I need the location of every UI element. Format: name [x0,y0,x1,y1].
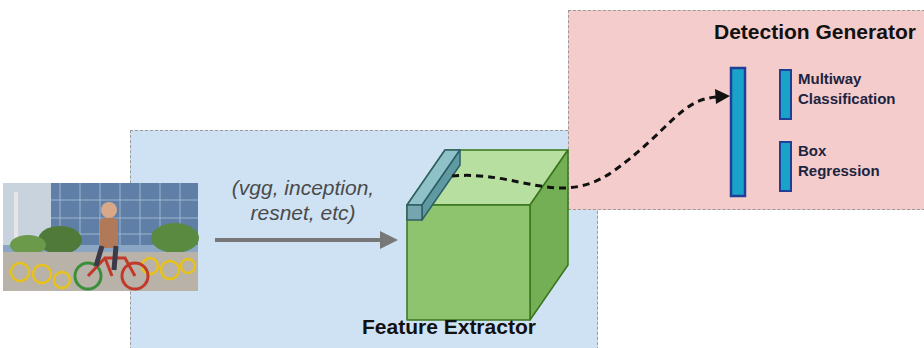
photo-part-part [181,259,195,273]
photo-part [11,258,195,288]
region-title: Detection Generator [714,19,916,44]
photo-part-part [120,183,121,245]
photo-part [151,223,199,253]
output-label: Box Regression [798,141,902,180]
photo-part-part [54,272,70,288]
photo-part-part [140,183,141,245]
photo-part-part [51,200,198,201]
feature-slice [407,150,460,220]
output-label: Multiway Classification [798,69,902,108]
photo-part-part [161,261,179,279]
photo-part-part [33,265,51,283]
tall-bar [731,68,745,196]
feature-slice-part [407,205,422,220]
photo-part [100,218,118,248]
photo-part [3,183,198,291]
flow-arrow-part [380,231,398,249]
feature-cube [407,150,568,320]
feature-cube-part [407,205,530,320]
flow-arrow-part [215,238,382,242]
photo-part [38,226,82,254]
photo-part-part [105,258,112,276]
tall-bar-part [731,68,745,196]
output-bar: Multiway Classification [779,69,792,120]
photo-part [75,258,148,289]
photo-part-part [11,263,29,281]
feature-slice-part [422,150,460,220]
photo-part [101,202,117,218]
photo [3,183,199,291]
dashed-arrow-part [452,97,716,188]
feature-cube-part [530,150,568,320]
flow-arrow [215,231,398,249]
backbone-note: (vgg, inception, resnet, etc) [213,175,393,225]
output-bar: Box Regression [779,141,792,192]
dashed-arrow-part [715,89,730,104]
region-title: Feature Extractor [362,314,536,339]
dashed-arrow [452,89,730,188]
photo-part-part [51,218,198,219]
photo-part [96,246,116,270]
